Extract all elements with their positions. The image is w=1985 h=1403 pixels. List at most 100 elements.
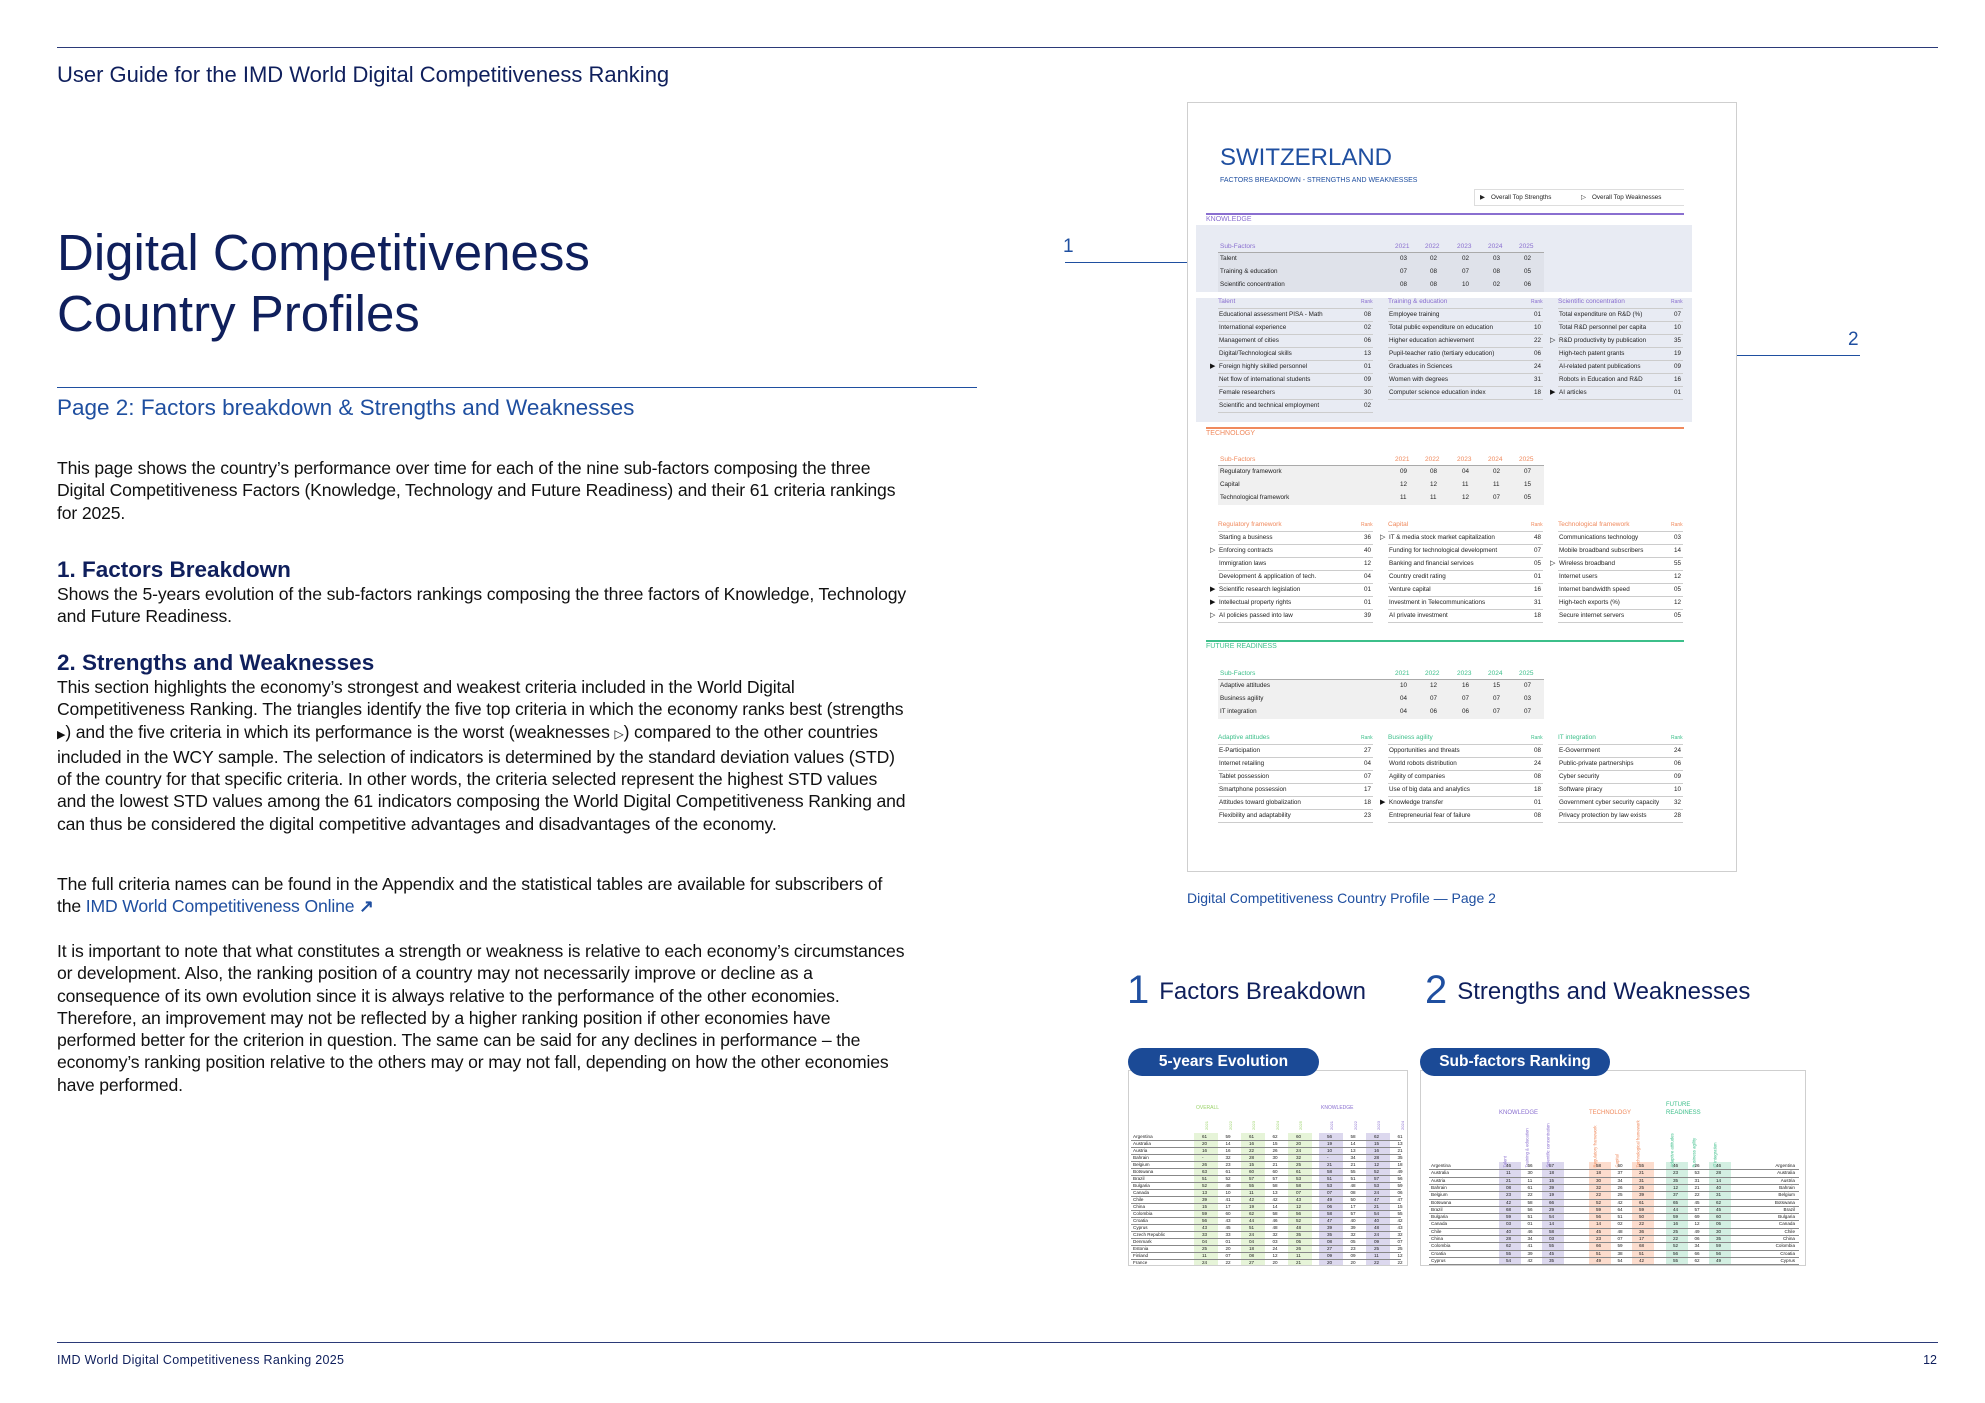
rank-value: 11 [1202,1253,1207,1258]
rank-value: 57 [1249,1176,1255,1181]
rank-value: 60 [1296,1134,1302,1139]
country-name-right: Belgium [1778,1192,1795,1198]
wco-link[interactable]: IMD World Competitiveness Online [85,896,355,917]
criteria-name: High-tech patent grants [1559,350,1625,357]
external-link-icon[interactable]: ↗ [359,896,374,917]
rank-value: 60 [1249,1169,1255,1174]
rank-value: 51 [1617,1214,1623,1220]
group-label: KNOWLEDGE [1321,1105,1354,1111]
criteria-rank: 05 [1534,560,1542,567]
rank-value: 53 [1327,1183,1333,1188]
rank-value: 54 [1617,1257,1623,1263]
subfactor-rank: 12 [1462,494,1470,501]
rank-value: 42 [1272,1197,1278,1202]
rank-value: 08 [1350,1190,1356,1195]
criteria-divider [1558,596,1683,597]
row-divider [1429,1198,1799,1200]
subfactor-rank: 15 [1493,682,1501,689]
rank-value: 24 [1249,1232,1255,1237]
rank-value: 24 [1296,1148,1302,1153]
criteria-rank: 10 [1534,324,1542,331]
criteria-divider [1558,757,1683,758]
row-divider [1131,1217,1401,1218]
guide-header: User Guide for the IMD World Digital Com… [57,62,670,87]
country-name: Croatia [1133,1218,1148,1223]
row-divider [1131,1238,1401,1239]
rank-value: 61 [1225,1169,1231,1174]
criteria-divider [1388,373,1543,374]
rank-value: 30 [1716,1228,1722,1234]
year-header: 2022 [1425,456,1440,463]
country-name-right: Colombia [1775,1243,1795,1249]
factor-name: FUTURE READINESS [1206,643,1277,650]
criteria-rank: 22 [1534,337,1542,344]
rank-value: 42 [1397,1218,1403,1223]
rank-value: 49 [1327,1197,1333,1202]
top-rule [57,47,1938,48]
row-divider [1429,1242,1799,1243]
rank-value: 59 [1225,1134,1231,1139]
criteria-name: Tablet possession [1219,773,1270,780]
rank-value: 56 [1296,1211,1302,1216]
criteria-divider [1388,757,1543,758]
title-line-1: Digital Competitiveness [57,224,590,281]
rank-value: 28 [1716,1170,1722,1176]
country-name: China [1133,1204,1146,1209]
criteria-divider [1558,822,1683,823]
criteria-divider [1388,809,1543,810]
criteria-rank: 08 [1364,311,1372,318]
criteria-divider [1218,622,1373,623]
rank-value: 25 [1397,1246,1403,1251]
criteria-name: Communications technology [1559,534,1639,541]
rank-value: 55 [1673,1257,1679,1263]
criteria-group-title: IT integration [1558,734,1596,741]
rank-value: 53 [1296,1176,1302,1181]
rank-value: 69 [1694,1214,1700,1220]
row-divider [1429,1256,1799,1258]
criteria-name: Software piracy [1559,786,1603,793]
row-divider [1131,1168,1401,1169]
rank-value: - [1202,1155,1204,1160]
rank-value: 39 [1549,1184,1555,1190]
criteria-name: Development & application of tech. [1219,573,1317,580]
year-header: 2023 [1250,1121,1256,1130]
profile-subtitle: FACTORS BREAKDOWN - STRENGTHS AND WEAKNE… [1220,177,1418,184]
rank-label: Rank [1671,735,1683,741]
rank-value: 58 [1596,1163,1602,1168]
rank-value: 55 [1249,1183,1255,1188]
rank-value: 35 [1397,1155,1403,1160]
criteria-divider [1388,744,1543,745]
rank-value: 18 [1549,1170,1555,1176]
rank-value: 54 [1506,1257,1512,1263]
rank-value: 58 [1296,1183,1302,1188]
intro-paragraph: This page shows the country’s performanc… [57,458,896,523]
criteria-divider [1388,399,1543,400]
rank-value: 15 [1374,1141,1380,1146]
rank-value: 32 [1397,1232,1403,1237]
rank-value: 28 [1374,1155,1380,1160]
criteria-divider [1558,360,1683,361]
subfactor-rank: 04 [1400,708,1408,715]
criteria-rank: 18 [1534,389,1542,396]
rank-value: 47 [1397,1197,1403,1202]
criteria-name: Secure internet servers [1559,612,1625,619]
rank-value: 12 [1272,1253,1278,1258]
rank-value: 50 [1639,1214,1645,1220]
rank-value: 52 [1202,1183,1208,1188]
criteria-rank: 12 [1674,573,1682,580]
rank-value: 62 [1272,1134,1278,1139]
rank-value: 22 [1397,1260,1403,1265]
strengths-weaknesses-section: 2. Strengths and Weaknesses This section… [57,650,907,835]
rank-value: 63 [1202,1169,1208,1174]
country-name-right: Croatia [1780,1250,1795,1256]
country-name: Bahrain [1431,1184,1447,1190]
rank-value: 03 [1506,1221,1512,1227]
rank-value: 34 [1527,1236,1533,1241]
criteria-rank: 01 [1364,363,1372,370]
criteria-name: Employee training [1389,311,1440,318]
subfactor-rank: 06 [1430,708,1438,715]
subfactors-label: Sub-Factors [1220,243,1256,250]
row-divider [1131,1147,1401,1148]
column-header: Regulatory framework [1592,1125,1598,1168]
